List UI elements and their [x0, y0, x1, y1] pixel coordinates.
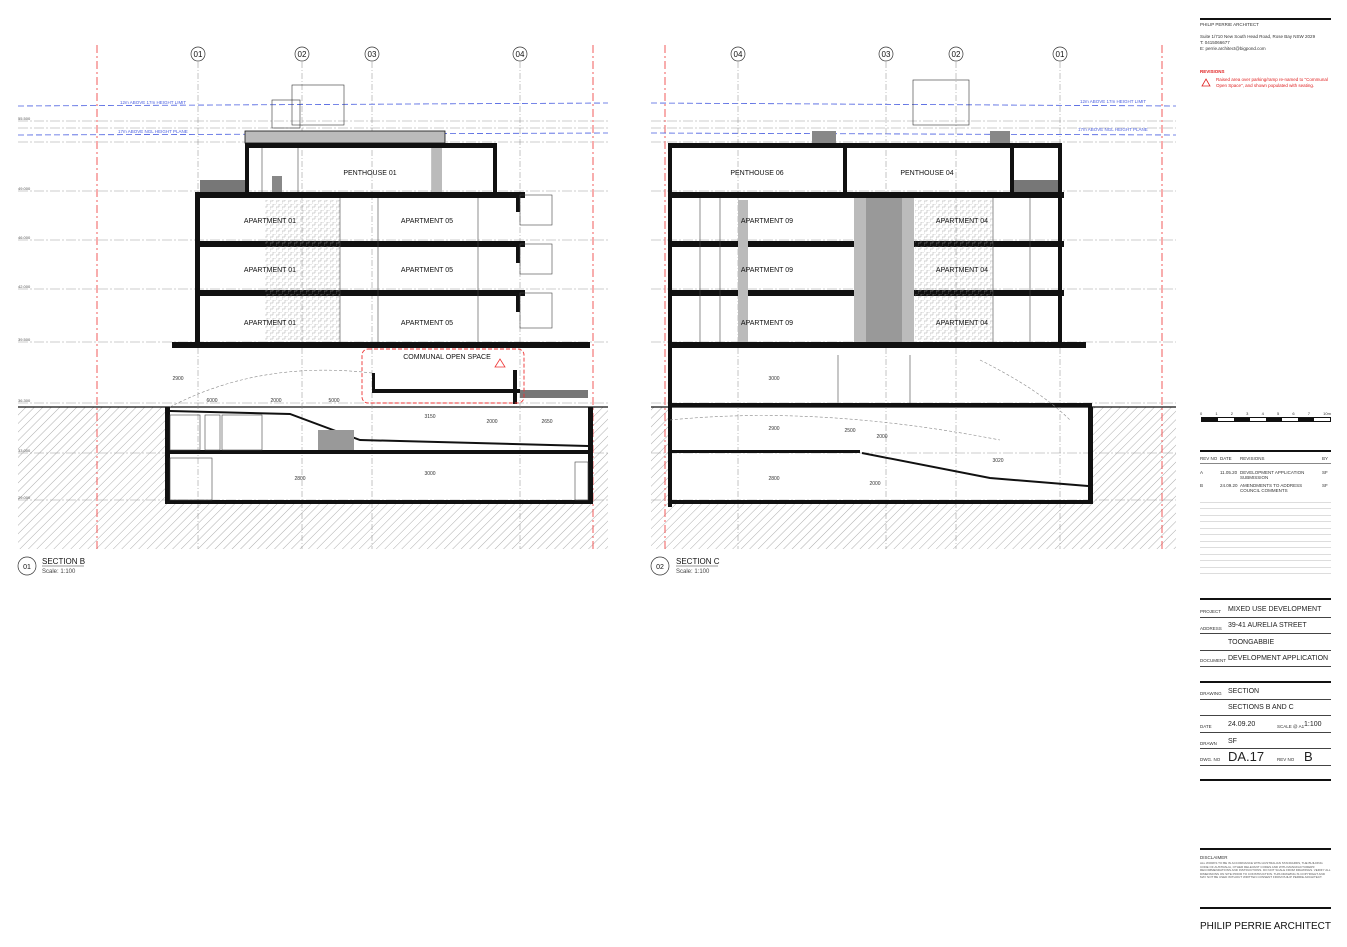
basement-void-b	[165, 407, 593, 503]
scale-tick: 6	[1292, 411, 1295, 416]
scale-value: 1:100	[1304, 721, 1322, 728]
drawing-number: DA.17	[1228, 749, 1265, 764]
firm-address: Suite 1/710 New South Head Road, Rose Ba…	[1200, 34, 1316, 39]
revisions-heading: REVISIONS	[1200, 69, 1225, 74]
date-value: 24.09.20	[1228, 721, 1256, 728]
project-value: MIXED USE DEVELOPMENT	[1228, 606, 1322, 613]
rev-cell: DEVELOPMENT APPLICATION SUBMISSION	[1240, 470, 1305, 480]
revision-note: Raised area over parking/ramp re-named t…	[1216, 77, 1328, 88]
scale-tick: 7	[1307, 411, 1310, 416]
firm-phone: T: 0415066677	[1200, 40, 1230, 45]
rev-cell: AMENDMENTS TO ADDRESS COUNCIL COMMENTS	[1240, 483, 1303, 493]
table-row: A 11.05.20 DEVELOPMENT APPLICATION SUBMI…	[1200, 470, 1331, 480]
rev-cell: SF	[1322, 470, 1328, 475]
rev-cell: 11.05.20	[1220, 470, 1238, 475]
drawn-value: SF	[1228, 738, 1237, 745]
rev-no-value: B	[1304, 749, 1313, 764]
rev-cell: 24.09.20	[1220, 483, 1238, 488]
address-line-2: TOONGABBIE	[1228, 639, 1275, 646]
address-label: ADDRESS	[1200, 626, 1222, 631]
document-label: DOCUMENT	[1200, 658, 1226, 663]
disclaimer-text: ALL WORKS TO BE IN ACCORDANCE WITH AUSTR…	[1200, 861, 1331, 880]
rev-cell: B	[1200, 483, 1204, 488]
rev-col-header: DATE	[1220, 456, 1232, 461]
scale-label: SCALE @ A1	[1277, 724, 1305, 729]
disclaimer-heading: DISCLAIMER	[1200, 855, 1228, 860]
scale-tick: 10m	[1323, 411, 1331, 416]
scale-tick: 0	[1200, 411, 1203, 416]
scale-bar-labels: 0 1 2 3 4 5 6 7 10m	[1200, 411, 1331, 416]
firm-name-small: PHILIP PERRIE ARCHITECT	[1200, 22, 1259, 27]
revision-table-header: REV NO DATE REVISIONS BY	[1200, 456, 1331, 464]
rev-cell: A	[1200, 470, 1204, 475]
address-line-1: 39-41 AURELIA STREET	[1228, 622, 1307, 629]
basement-void-c	[670, 407, 1092, 503]
project-label: PROJECT	[1200, 609, 1222, 614]
section-b-drawing	[17, 45, 609, 549]
revision-table: REV NO DATE REVISIONS BY A 11.05.20 DEVE…	[1200, 456, 1331, 574]
drawing-subtitle: SECTIONS B AND C	[1228, 704, 1294, 711]
drawing-value: SECTION	[1228, 688, 1260, 695]
scale-tick: 2	[1230, 411, 1234, 416]
empty-revision-rows	[1200, 496, 1331, 574]
revision-triangle-icon	[1201, 78, 1211, 87]
scale-tick: 3	[1246, 411, 1249, 416]
section-c-drawing	[650, 45, 1177, 549]
document-value: DEVELOPMENT APPLICATION	[1228, 655, 1329, 662]
table-row: B 24.09.20 AMENDMENTS TO ADDRESS COUNCIL…	[1200, 483, 1331, 493]
scale-tick: 5	[1276, 411, 1280, 416]
drawing-number-label: DWG. NO	[1200, 757, 1221, 762]
date-label: DATE	[1200, 724, 1212, 729]
rev-no-label: REV NO	[1277, 757, 1295, 762]
rev-col-header: REVISIONS	[1240, 456, 1265, 461]
firm-email: E: perrie.architect@bigpond.com	[1200, 46, 1266, 51]
scale-tick: 4	[1261, 411, 1264, 416]
rev-col-header: REV NO	[1200, 456, 1218, 461]
drawing-label: DRAWING	[1200, 691, 1222, 696]
rev-cell: SF	[1322, 483, 1328, 488]
firm-name-large: PHILIP PERRIE ARCHITECT	[1200, 921, 1331, 932]
scale-bar	[1201, 417, 1331, 422]
scale-tick: 1	[1215, 411, 1218, 416]
rev-col-header: BY	[1322, 456, 1329, 461]
drawn-label: DRAWN	[1200, 741, 1217, 746]
